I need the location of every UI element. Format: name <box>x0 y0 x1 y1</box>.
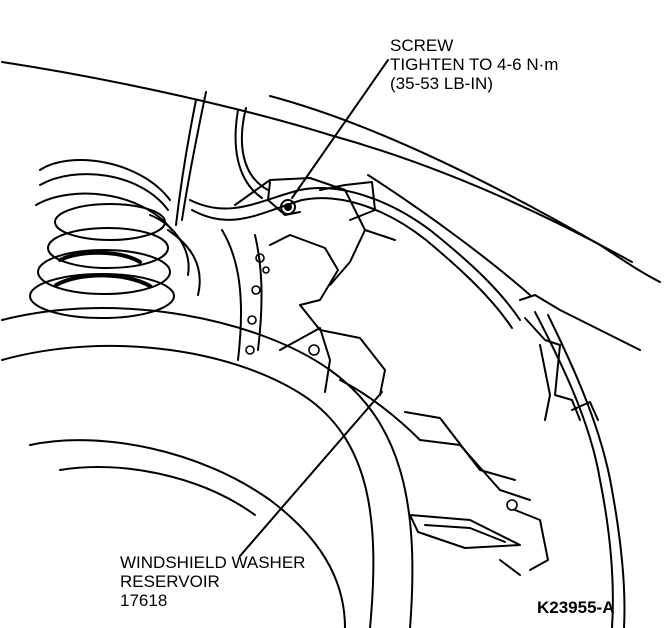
screw-leader-line <box>291 59 389 199</box>
reservoir-label-line1: WINDSHIELD WASHER <box>120 553 306 572</box>
mounting-holes <box>245 253 518 511</box>
coil-spring <box>29 159 201 319</box>
reservoir-leader-line <box>239 391 383 557</box>
screw-torque-imperial: (35-53 LB-IN) <box>390 74 493 93</box>
vent-grille <box>409 509 549 576</box>
reservoir-housing <box>221 177 531 501</box>
reservoir-label-line2: RESERVOIR <box>120 572 220 591</box>
screw-label: SCREW <box>390 36 454 55</box>
figure-id: K23955-A <box>537 598 615 617</box>
screw-torque-metric: TIGHTEN TO 4-6 N·m <box>390 55 559 74</box>
fender-outline <box>1 61 661 296</box>
reservoir-callout: WINDSHIELD WASHER RESERVOIR 17618 <box>120 553 305 610</box>
screw-callout: SCREW TIGHTEN TO 4-6 N·m (35-53 LB-IN) <box>390 36 558 93</box>
screw-icon <box>280 199 296 215</box>
wheel-arch <box>1 307 414 628</box>
leader-lines <box>239 59 389 557</box>
strut-tubes <box>175 91 269 226</box>
washer-hose <box>189 187 521 329</box>
cowl-bracket <box>519 294 641 628</box>
reservoir-part-number: 17618 <box>120 591 168 610</box>
